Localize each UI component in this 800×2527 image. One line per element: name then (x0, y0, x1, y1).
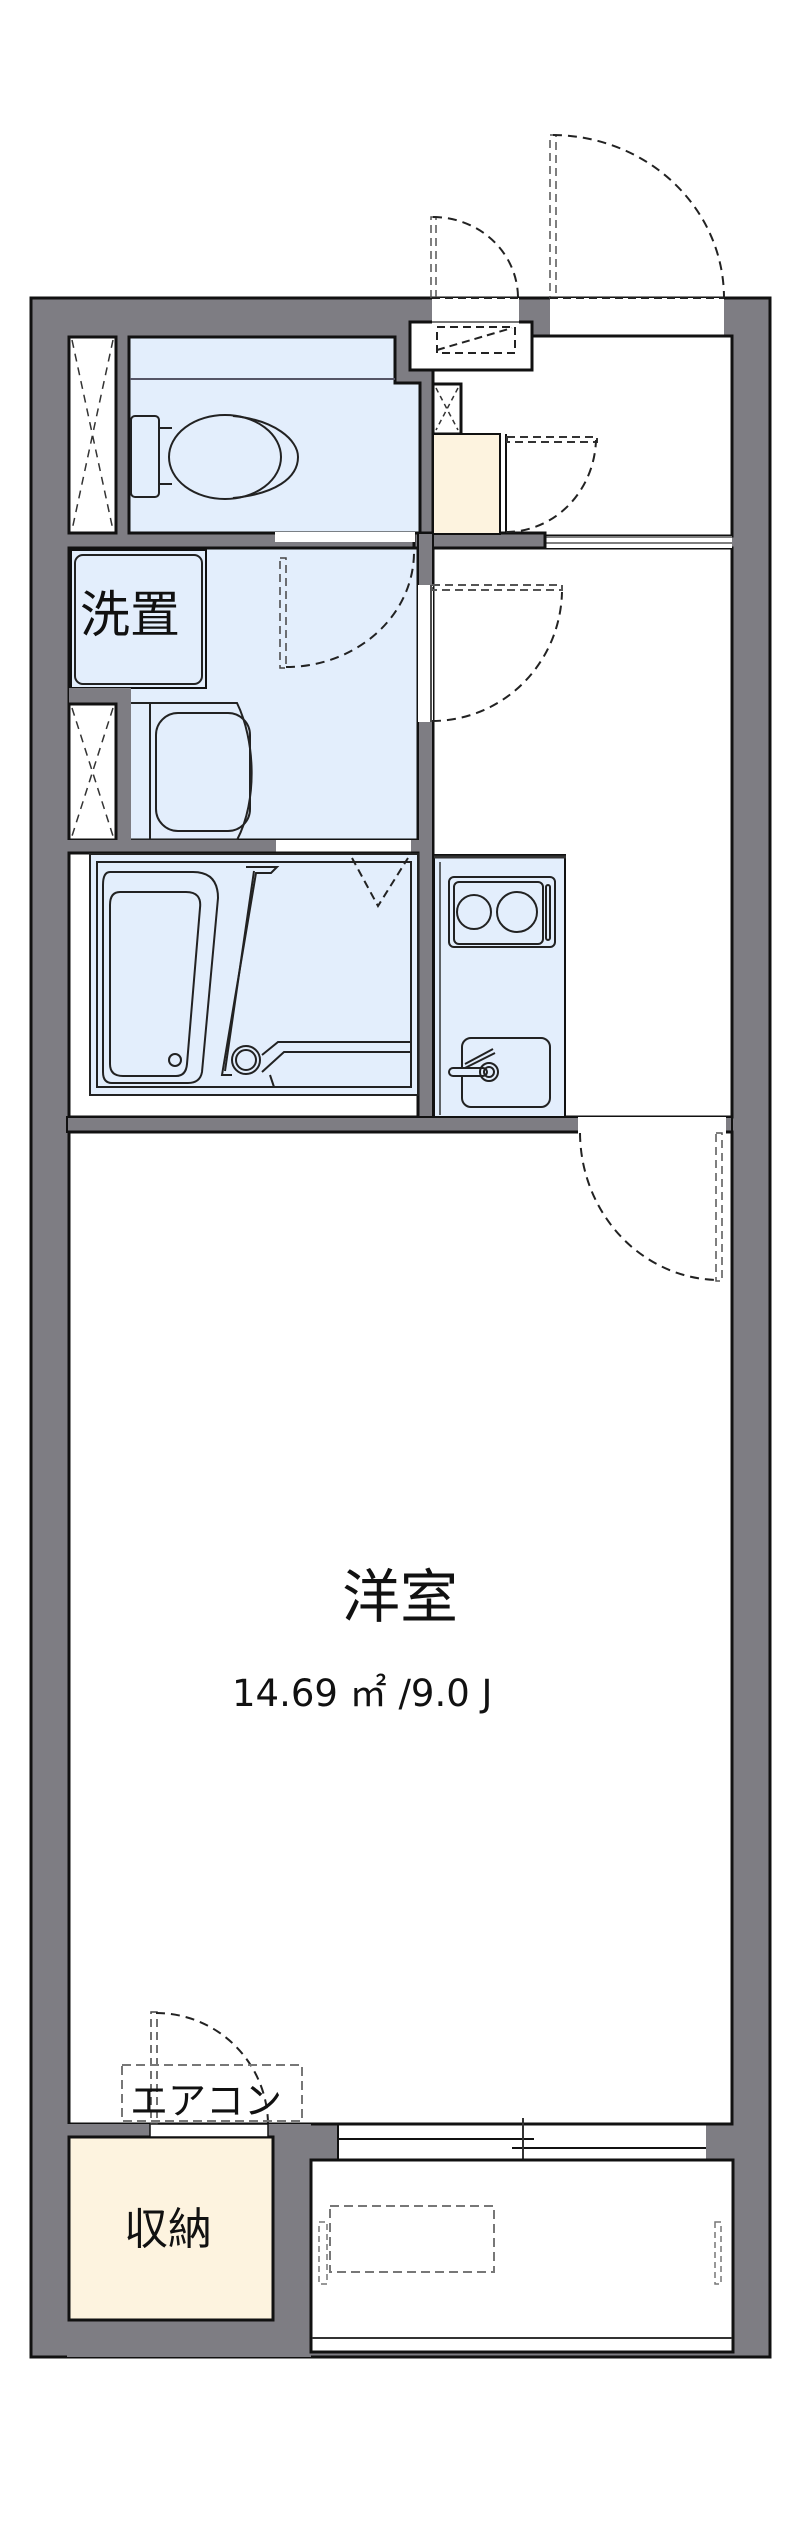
entrance-door-swing[interactable] (549, 134, 725, 299)
storage-label: 収納 (124, 2204, 212, 2255)
shoe-cabinet (432, 433, 501, 535)
sink-icon (448, 1037, 551, 1108)
washer-space (70, 549, 207, 689)
washer-label: 洗置 (80, 586, 180, 644)
stove-icon (448, 876, 556, 948)
air-conditioner (121, 2064, 303, 2122)
meter-box (408, 320, 534, 372)
washroom (67, 546, 420, 842)
unit-bath-icon (89, 853, 419, 1096)
western-room-name: 洋室 (342, 1563, 459, 1631)
western-room (67, 1130, 734, 2126)
kitchen (433, 854, 566, 1118)
air-conditioner-label: エアコン (130, 2079, 283, 2123)
balcony (309, 2158, 735, 2354)
vanity-icon (131, 702, 253, 841)
toilet-room (127, 335, 422, 542)
pipe-space-2 (67, 702, 118, 842)
toilet-icon (130, 414, 300, 500)
pipe-space-1 (67, 335, 118, 535)
meter-door-swing (430, 216, 519, 299)
western-room-area: 14.69 ㎡ /9.0 J (232, 1672, 493, 1715)
bathroom (67, 840, 420, 1119)
